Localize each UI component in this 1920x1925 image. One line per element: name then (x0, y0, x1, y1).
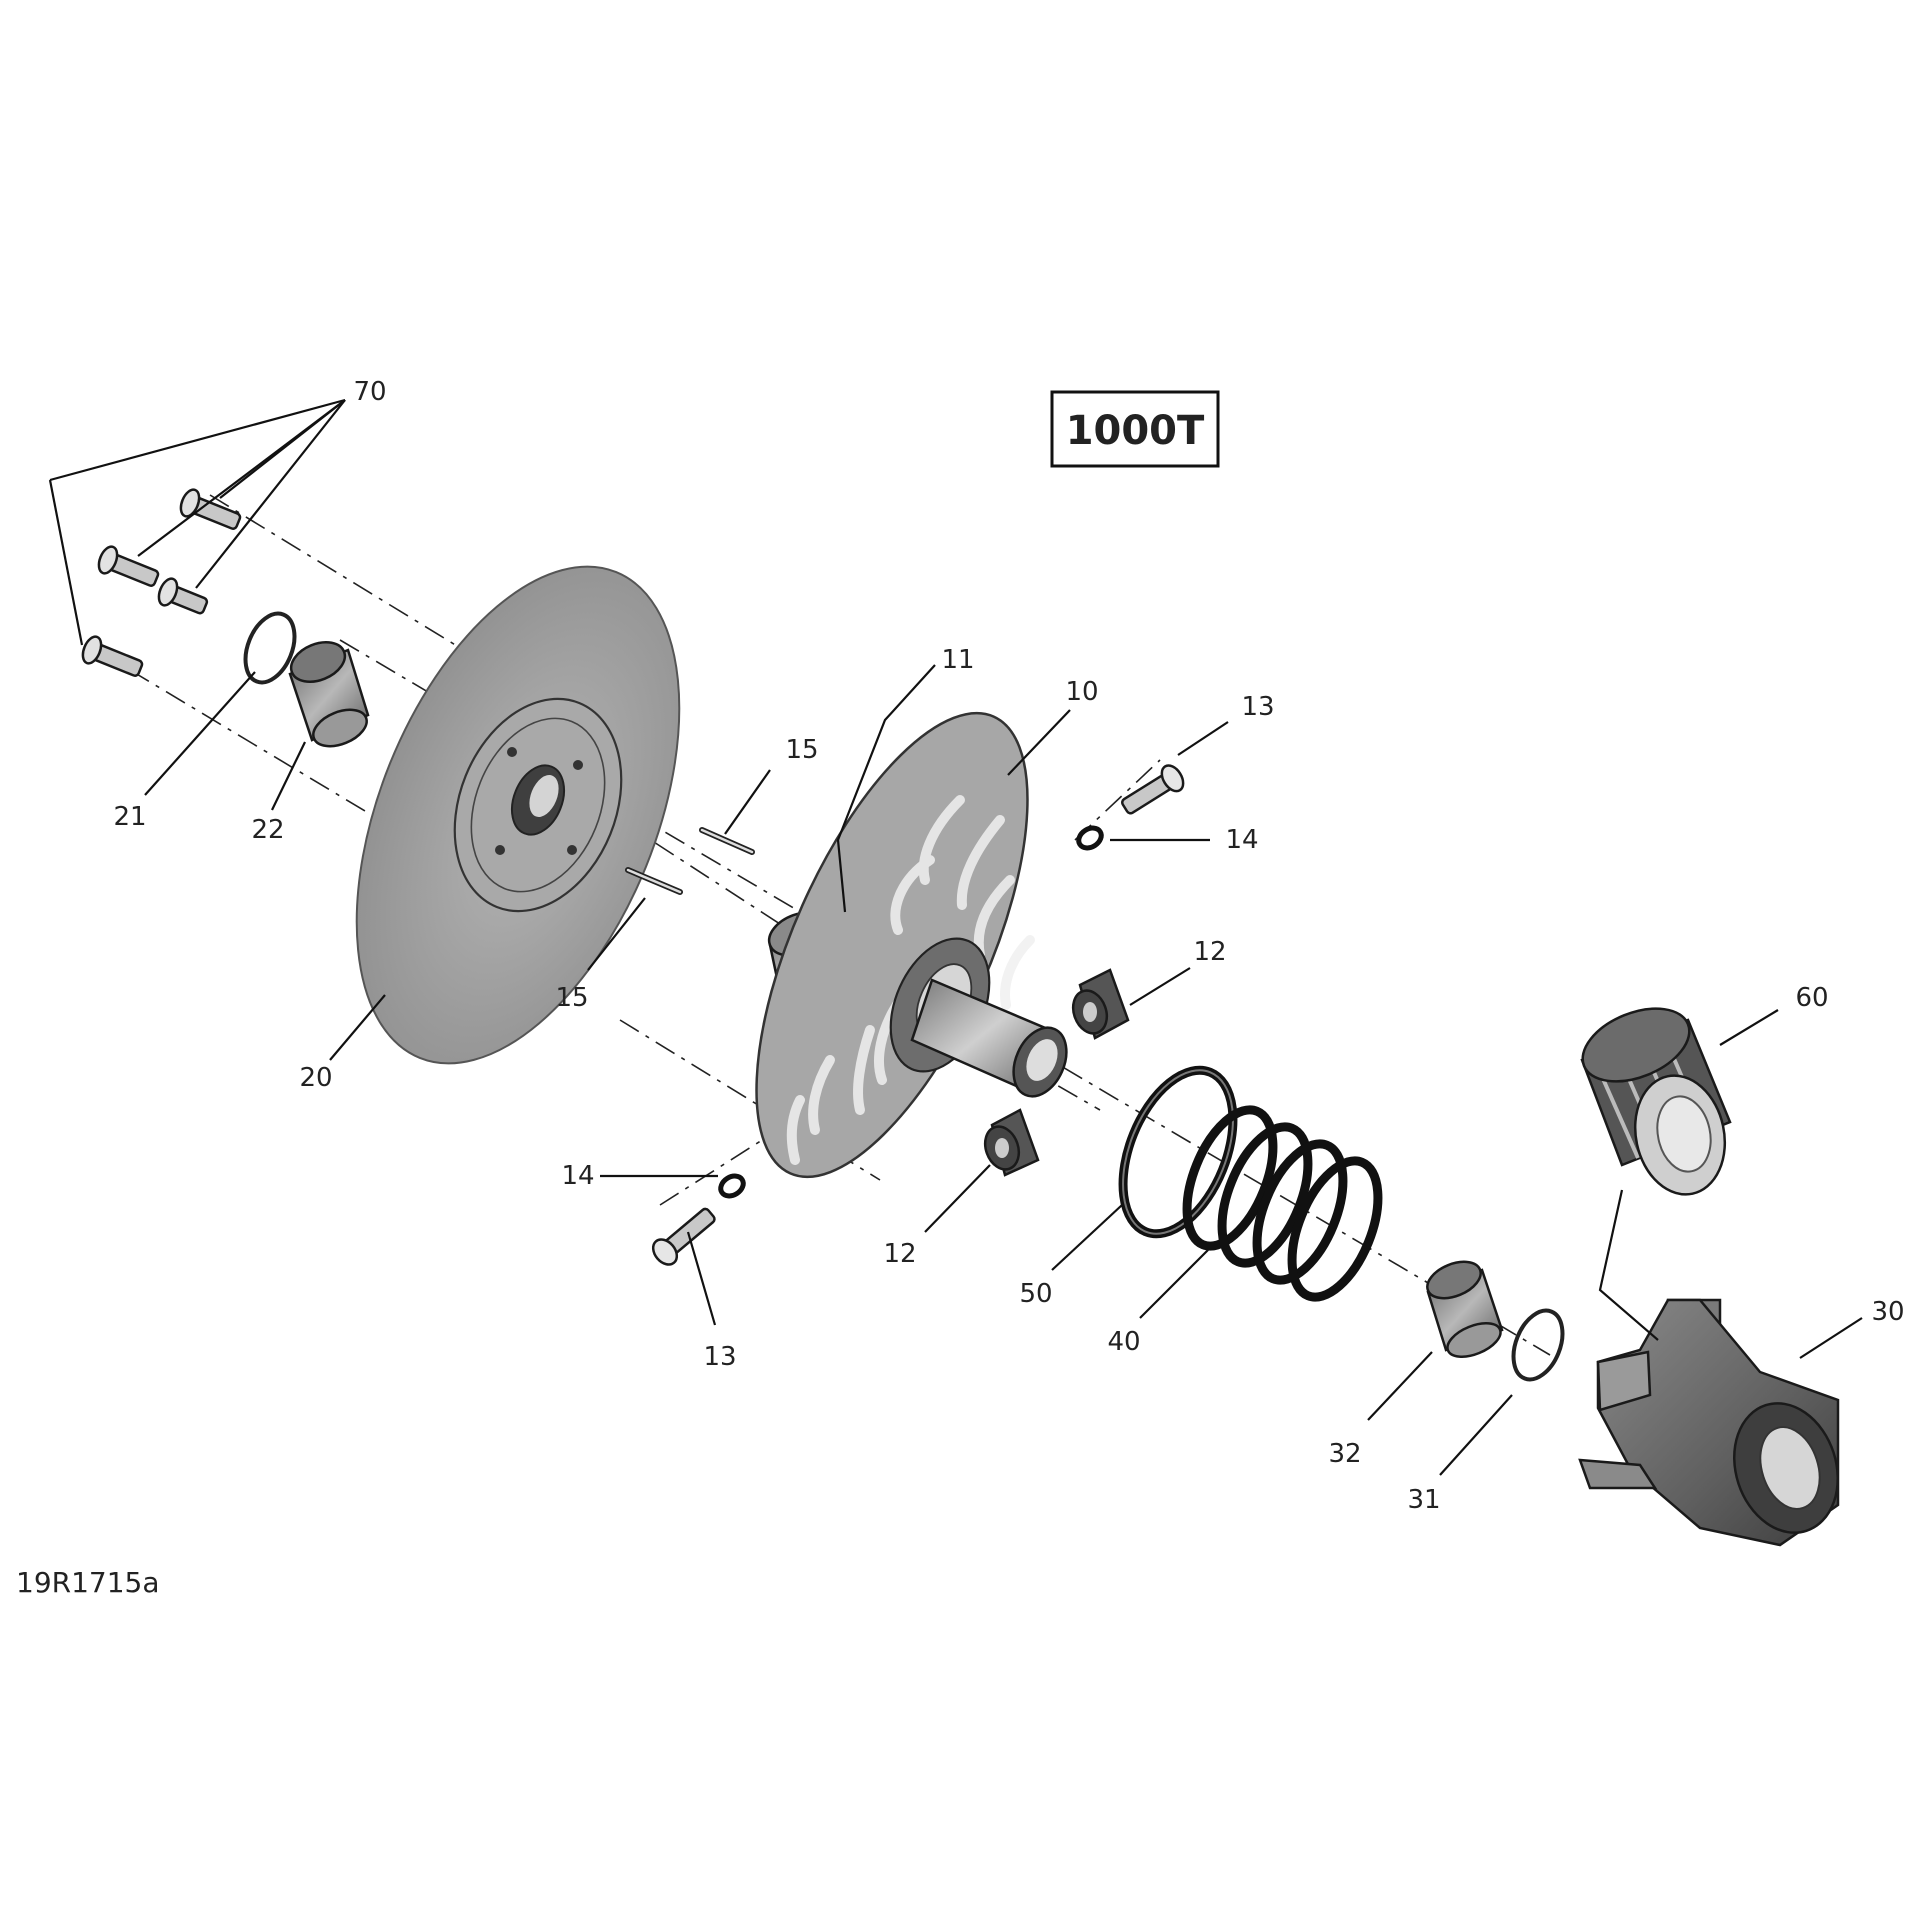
leader-lines (48, 398, 1863, 1476)
part-31-retaining-ring (1511, 1308, 1565, 1382)
model-badge-label: 1000T (1066, 408, 1205, 454)
part-20-fixed-sheave (355, 565, 681, 1065)
callout-31: 31 (1407, 1485, 1440, 1515)
callout-32: 32 (1328, 1439, 1361, 1469)
part-13-upper-screw (1121, 764, 1185, 815)
part-11-hub-shaft (910, 978, 1068, 1098)
callout-13-lower: 13 (703, 1342, 736, 1372)
callout-15-upper: 15 (785, 735, 818, 765)
part-70-screws (81, 488, 242, 677)
part-14-lower-washer (718, 1173, 746, 1199)
callout-30: 30 (1871, 1297, 1904, 1327)
part-13-lower-screw (651, 1207, 716, 1266)
callout-14-lower: 14 (561, 1161, 594, 1191)
part-50-spring-seat (1118, 1065, 1238, 1239)
callout-60: 60 (1795, 983, 1828, 1013)
part-12-upper-roller (1071, 968, 1130, 1040)
callout-13-upper: 13 (1241, 692, 1274, 722)
callout-21: 21 (113, 802, 146, 832)
part-12-lower-roller (983, 1108, 1040, 1177)
part-14-upper-washer (1076, 825, 1104, 851)
callout-12-lower: 12 (883, 1239, 916, 1269)
part-21-retaining-ring (243, 611, 297, 685)
callout-15-lower: 15 (555, 983, 588, 1013)
part-32-bushing (1426, 1260, 1504, 1358)
callout-22: 22 (251, 815, 284, 845)
callout-20: 20 (299, 1063, 332, 1093)
model-badge: 1000T (1050, 390, 1220, 468)
callout-14-upper: 14 (1225, 825, 1258, 855)
callout-10: 10 (1065, 677, 1098, 707)
part-30-cover (1578, 1298, 1840, 1547)
callout-labels: 70 21 22 20 11 10 15 15 13 14 12 12 14 1… (113, 377, 1904, 1515)
part-22-bushing (288, 641, 370, 748)
part-15-pins (625, 827, 755, 895)
callout-12-upper: 12 (1193, 937, 1226, 967)
figure-id: 19R1715a (16, 1566, 160, 1599)
callout-11: 11 (941, 645, 974, 675)
part-60-nut (1580, 1007, 1732, 1196)
callout-40: 40 (1107, 1327, 1140, 1357)
callout-50: 50 (1019, 1279, 1052, 1309)
callout-70: 70 (353, 377, 386, 407)
part-40-spring (1182, 1105, 1383, 1302)
